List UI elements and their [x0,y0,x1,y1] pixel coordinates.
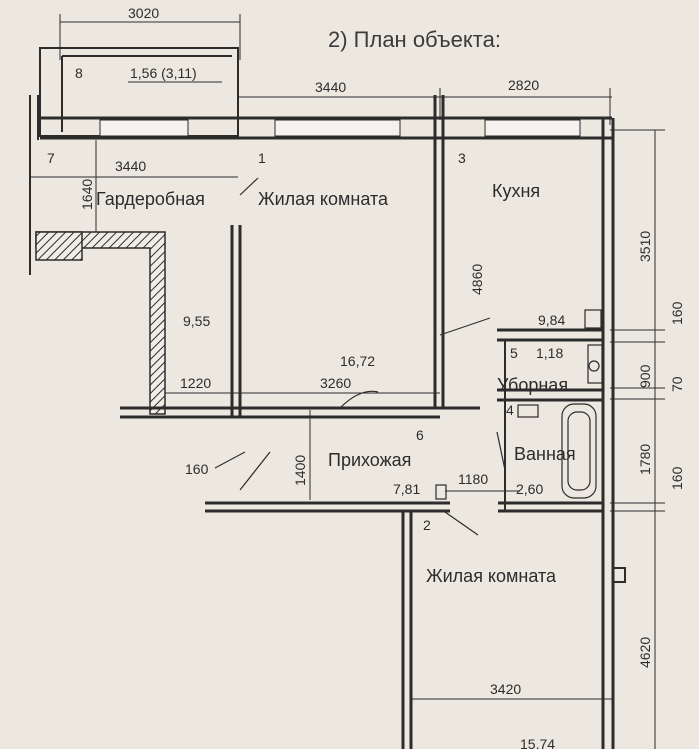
room-kitchen: Кухня [492,181,540,201]
dim-3420: 3420 [490,681,521,697]
dim-1400: 1400 [292,455,308,486]
room-wardrobe: Гардеробная [96,189,205,209]
area-living-1: 9,55 [183,313,210,329]
area-bathroom: 2,60 [516,481,543,497]
bathtub-icon [561,403,597,499]
dim-3440-left: 3440 [115,158,146,174]
dim-3260: 3260 [320,375,351,391]
washbasin-icon [517,404,539,418]
dim-160-mid: 160 [669,466,685,490]
dim-1220: 1220 [180,375,211,391]
dim-4620: 4620 [637,637,653,668]
plan-title: 2) План объекта: [328,27,501,52]
room-number-3: 3 [458,150,466,166]
walls [29,47,626,749]
meter-icon [435,484,447,500]
plumbing-fixtures [435,309,603,500]
area-hallway: 7,81 [393,481,420,497]
dim-1780: 1780 [637,444,653,475]
room-living-1: Жилая комната [258,189,389,209]
room-number-1: 1 [258,150,266,166]
dim-4860: 4860 [469,264,485,295]
area-balcony: 1,56 (3,11) [130,65,197,81]
room-living-2: Жилая комната [426,566,557,586]
room-bathroom: Ванная [514,444,576,464]
kitchen-sink-icon [584,309,602,329]
room-number-7: 7 [47,150,55,166]
room-number-2: 2 [423,517,431,533]
room-toilet: Уборная [497,375,568,395]
area-kitchen: 9,84 [538,312,565,328]
room-number-8: 8 [75,65,83,81]
dim-160-left: 160 [185,461,209,477]
dim-2820: 2820 [508,77,539,93]
area-hall-top: 16,72 [340,353,375,369]
area-toilet: 1,18 [536,345,563,361]
dim-70: 70 [669,376,685,392]
dim-3440-top: 3440 [315,79,346,95]
dim-3020: 3020 [128,5,159,21]
dim-900: 900 [637,364,653,388]
room-number-6: 6 [416,427,424,443]
dim-1640: 1640 [79,179,95,210]
area-bottom: 15,74 [520,736,555,749]
dim-1180: 1180 [458,471,488,487]
room-hallway: Прихожая [328,450,411,470]
dim-3510: 3510 [637,231,653,262]
toilet-icon [587,344,603,384]
dim-160-top: 160 [669,301,685,325]
dimension-lines [30,14,665,749]
room-number-4: 4 [506,402,514,418]
room-number-5: 5 [510,345,518,361]
